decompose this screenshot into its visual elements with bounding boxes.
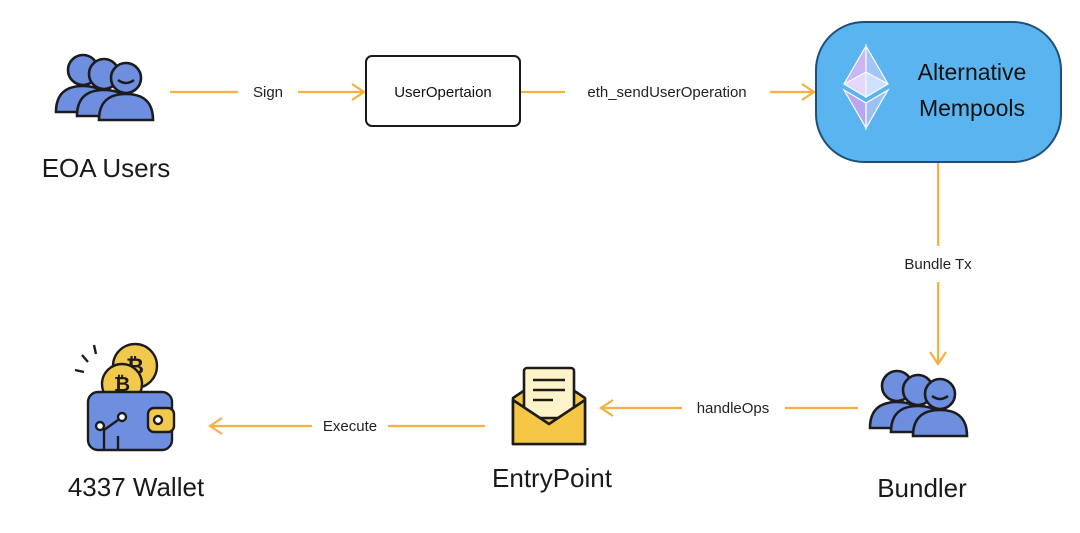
- edge-label-sign: Sign: [253, 84, 283, 101]
- node-bundler: Bundler: [868, 369, 969, 503]
- edge-bundle: Bundle Tx: [904, 162, 972, 366]
- edge-label-execute: Execute: [323, 418, 377, 435]
- users-group-icon: [54, 53, 155, 122]
- edge-sign: Sign: [170, 83, 366, 101]
- edge-handle: handleOps: [599, 399, 858, 417]
- node-eoa-users: EOA Users: [42, 53, 171, 183]
- edge-execute: Execute: [208, 417, 485, 435]
- ethereum-icon: [842, 43, 890, 131]
- node-entry-point: EntryPoint: [492, 366, 613, 493]
- node-label-mempools-line1: Alternative: [918, 59, 1027, 85]
- node-user-operation: UserOpertaion: [365, 55, 521, 127]
- node-label-bundler: Bundler: [877, 473, 967, 503]
- edge-label-bundle: Bundle Tx: [904, 256, 972, 273]
- node-mempools: Alternative Mempools: [815, 21, 1062, 163]
- edge-label-send: eth_sendUserOperation: [587, 84, 746, 101]
- edge-send: eth_sendUserOperation: [521, 83, 816, 101]
- envelope-letter-icon: [511, 366, 587, 446]
- bitcoin-wallet-icon: ₿ ₿: [74, 342, 176, 452]
- node-label-eoa-users: EOA Users: [42, 153, 171, 183]
- node-label-mempools-line2: Mempools: [919, 95, 1025, 121]
- node-label-wallet: 4337 Wallet: [68, 472, 205, 502]
- edge-label-handle: handleOps: [697, 400, 770, 417]
- node-wallet: ₿ ₿ 4337 Wallet: [68, 342, 205, 502]
- users-group-icon: [868, 369, 969, 438]
- node-label-user-operation: UserOpertaion: [394, 84, 492, 101]
- node-label-entry-point: EntryPoint: [492, 463, 613, 493]
- svg-text:₿: ₿: [114, 372, 130, 396]
